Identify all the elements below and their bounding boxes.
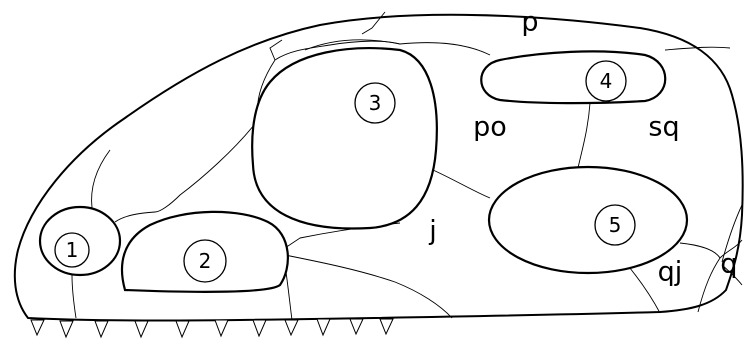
opening-number: 5 bbox=[609, 213, 622, 237]
bone-label-sq: sq bbox=[648, 112, 679, 143]
bone-label-j: j bbox=[428, 216, 437, 247]
tooth bbox=[316, 318, 331, 337]
tooth bbox=[379, 318, 394, 336]
opening-number: 1 bbox=[66, 238, 79, 262]
tooth bbox=[134, 320, 149, 339]
opening-number-badge: 4 bbox=[585, 60, 627, 102]
sutures bbox=[71, 11, 743, 321]
tooth bbox=[30, 319, 45, 337]
bone-label-po: po bbox=[473, 112, 507, 143]
tooth bbox=[94, 320, 109, 339]
opening-number: 3 bbox=[369, 91, 382, 115]
opening-5 bbox=[487, 165, 689, 275]
bone-label-q: q bbox=[720, 249, 737, 280]
opening-number-badge: 3 bbox=[354, 82, 396, 124]
opening-number-badge: 5 bbox=[594, 204, 636, 246]
opening-number: 2 bbox=[199, 249, 212, 273]
opening-number-badge: 2 bbox=[183, 239, 227, 283]
bone-label-p: p bbox=[521, 7, 538, 38]
teeth-row bbox=[30, 318, 394, 339]
tooth bbox=[175, 320, 190, 339]
tooth bbox=[349, 318, 364, 336]
opening-4 bbox=[480, 50, 667, 105]
tooth bbox=[284, 319, 299, 337]
skull-outline bbox=[13, 13, 744, 322]
bone-label-qj: qj bbox=[658, 257, 683, 288]
tooth bbox=[214, 319, 229, 338]
tooth bbox=[252, 319, 267, 338]
opening-number: 4 bbox=[600, 69, 613, 93]
opening-3 bbox=[251, 47, 438, 230]
opening-number-badge: 1 bbox=[54, 232, 90, 268]
tooth bbox=[59, 320, 74, 339]
